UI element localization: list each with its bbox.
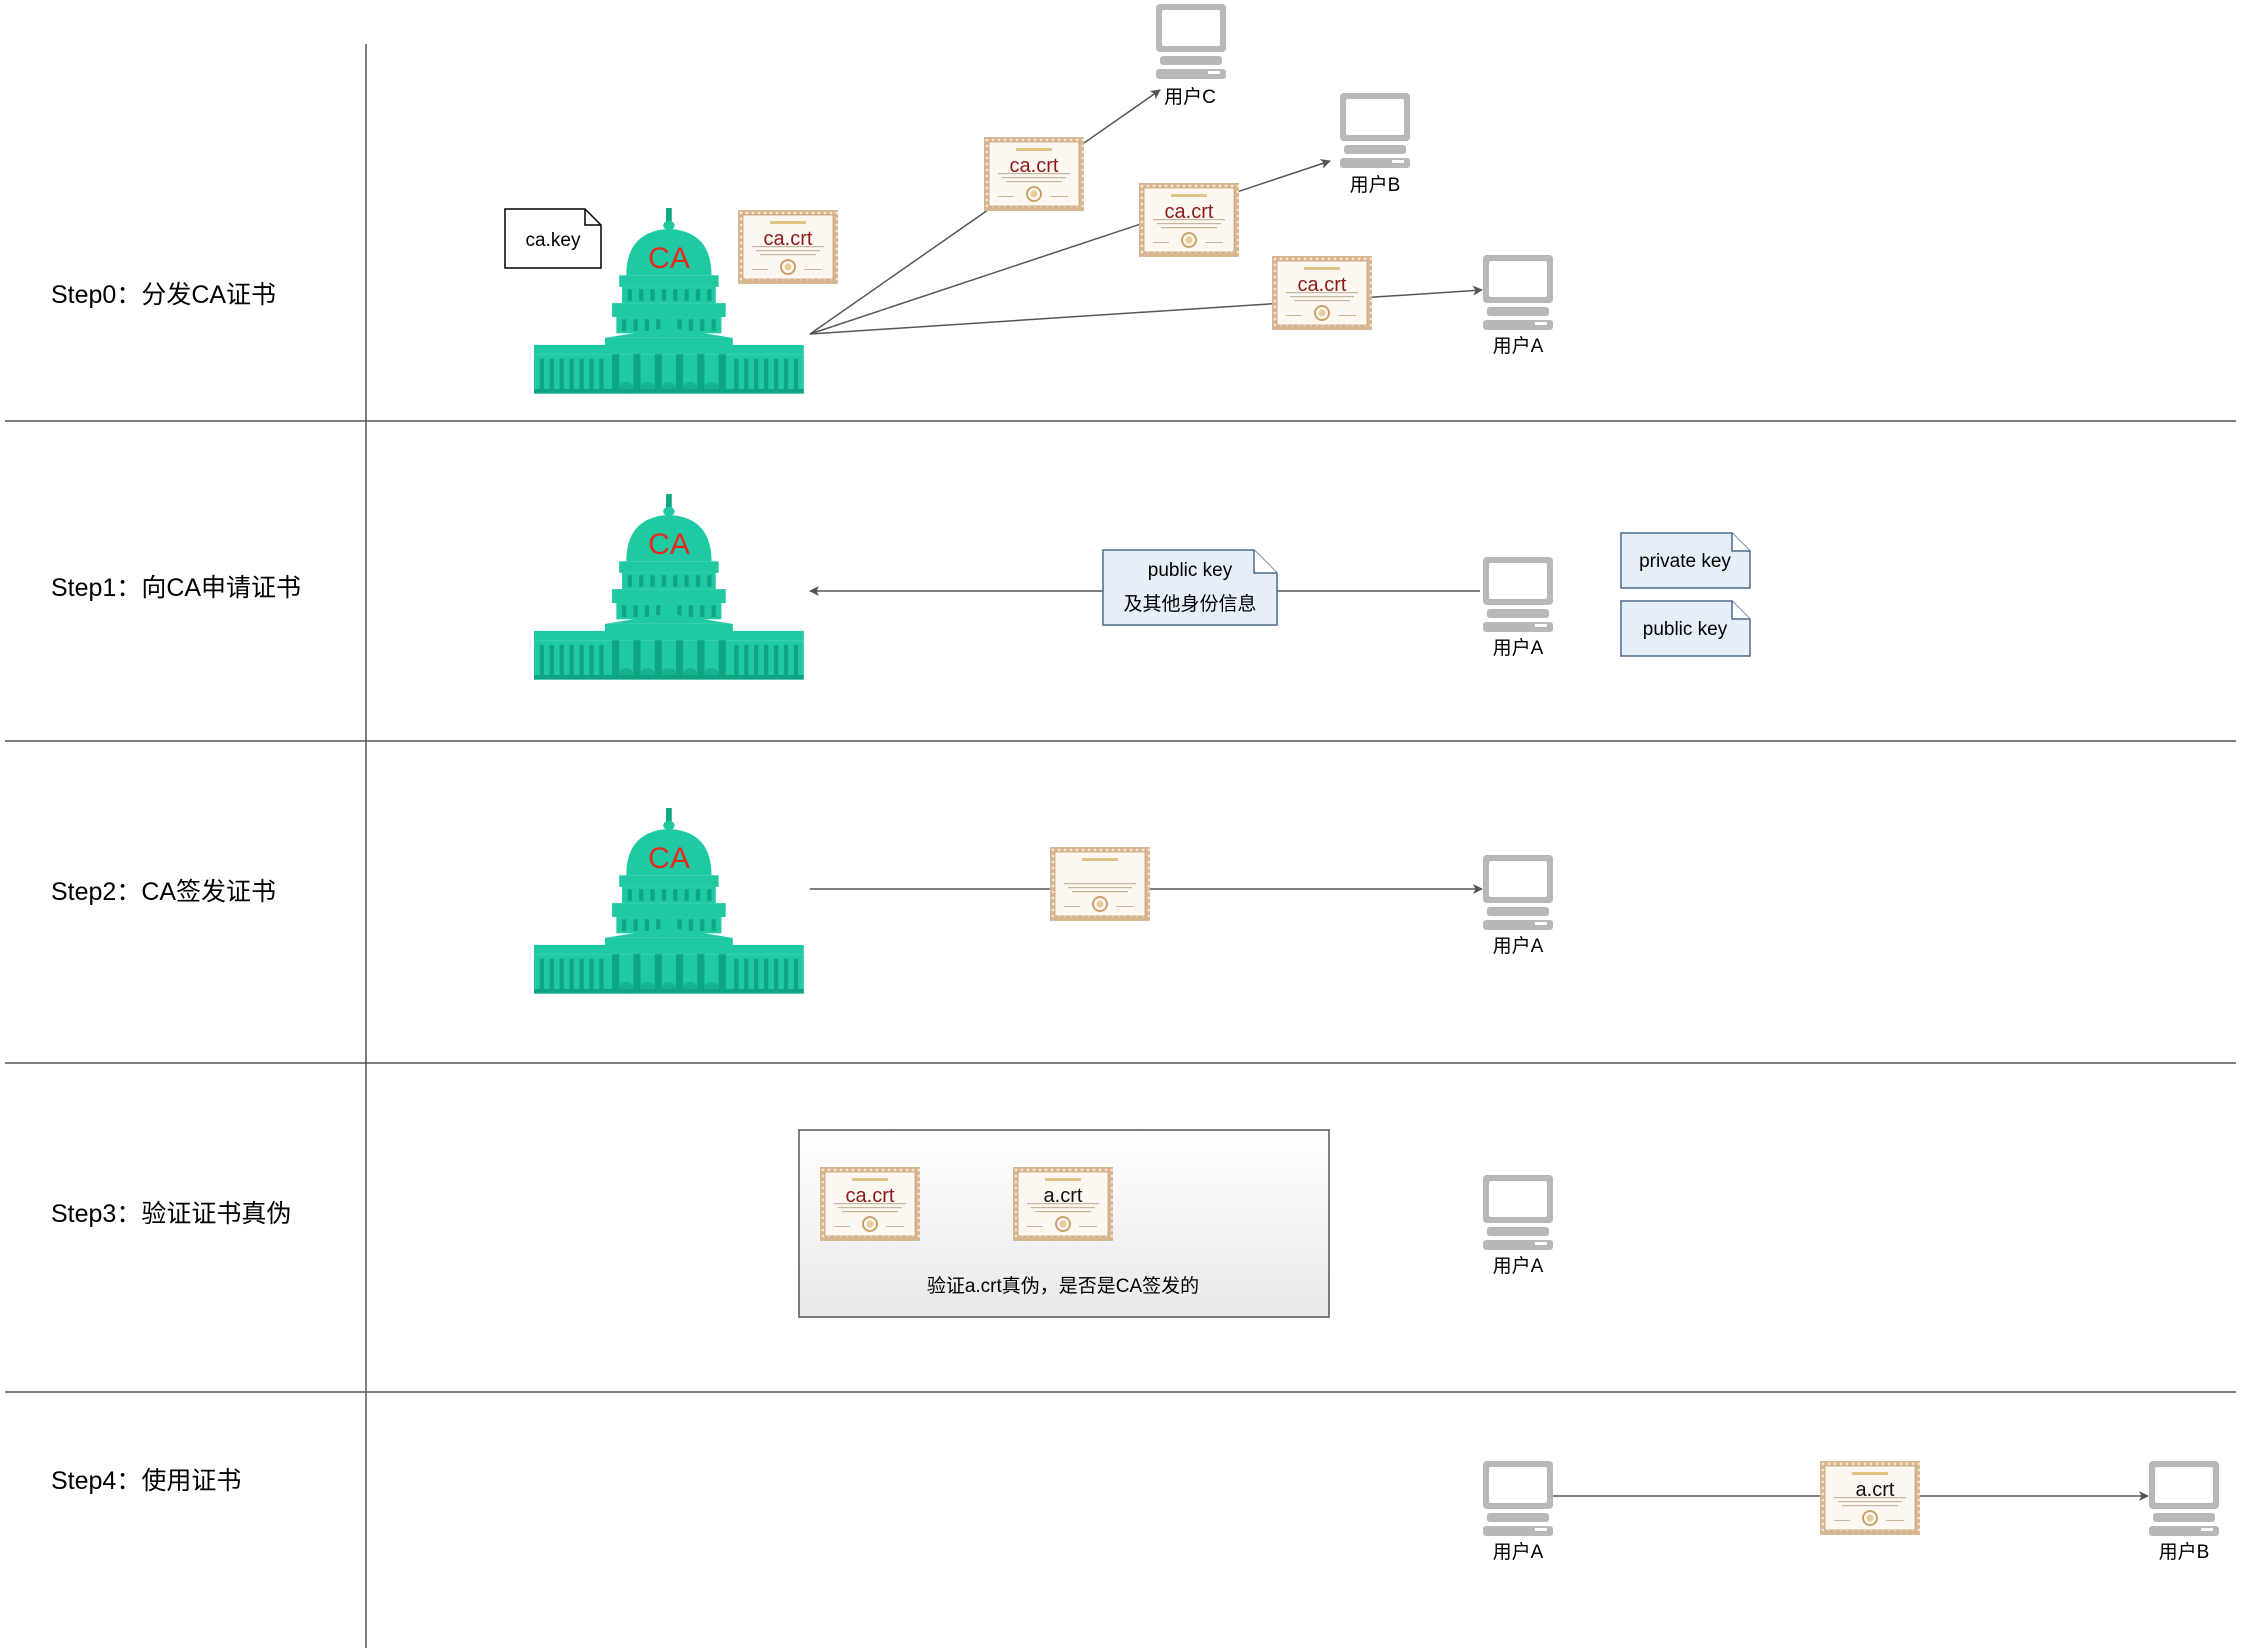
user-a-computer-icon-step4 (1483, 1461, 1553, 1536)
user-c-label: 用户C (1164, 86, 1216, 108)
private-key-label: private key (1639, 551, 1731, 572)
user-b-label-step4: 用户B (2159, 1541, 2210, 1563)
user-a-computer-icon-step3 (1483, 1175, 1553, 1250)
user-a-computer-icon (1483, 255, 1553, 330)
arrow-ca-to-user-b (809, 159, 1331, 335)
verify-a-cert-label: a.crt (1044, 1185, 1083, 1207)
user-a-label-step2: 用户A (1493, 935, 1544, 957)
cert-to-user-c-label: ca.crt (1010, 155, 1059, 177)
step0-content: ca.key CA ca.crt ca.crt ca.crt ca.crt 用户… (504, 4, 1553, 394)
user-a-computer-icon-step2 (1483, 855, 1553, 930)
request-note-icon (1102, 549, 1278, 626)
private-key-file-icon (1620, 532, 1751, 589)
user-c-computer-icon (1156, 4, 1226, 79)
ca-key-label: ca.key (526, 230, 581, 251)
swimlane-grid (5, 44, 2236, 1648)
ca-title: CA (648, 242, 690, 275)
step1-label: Step1：向CA申请证书 (51, 574, 301, 602)
issued-cert-icon (1049, 846, 1151, 922)
ca-title-step1: CA (648, 528, 690, 561)
public-key-file-icon (1620, 600, 1751, 657)
verify-caption: 验证a.crt真伪，是否是CA签发的 (927, 1275, 1199, 1297)
public-key-label: public key (1643, 619, 1728, 640)
user-a-label-step3: 用户A (1493, 1255, 1544, 1277)
arrow-ca-to-user-c (809, 89, 1161, 335)
ca-key-file-icon (504, 208, 602, 269)
step2-label: Step2：CA签发证书 (51, 878, 276, 906)
user-a-label-step4: 用户A (1493, 1541, 1544, 1563)
ca-title-step2: CA (648, 842, 690, 875)
cert-to-user-b-label: ca.crt (1165, 201, 1214, 223)
step2-content: CA 用户A (534, 808, 1553, 994)
user-a-label-step1: 用户A (1493, 637, 1544, 659)
step3-label: Step3：验证证书真伪 (51, 1200, 291, 1228)
user-a-computer-icon-step1 (1483, 557, 1553, 632)
step3-content: ca.crt a.crt 验证a.crt真伪，是否是CA签发的 用户A (798, 1129, 1553, 1318)
step0-label: Step0：分发CA证书 (51, 281, 276, 309)
user-b-computer-icon (1340, 93, 1410, 168)
user-b-computer-icon-step4 (2149, 1461, 2219, 1536)
verify-ca-cert-label: ca.crt (846, 1185, 895, 1207)
step4-content: 用户A a.crt 用户B (1483, 1460, 2219, 1563)
ca-cert-label: ca.crt (764, 228, 813, 250)
arrow-ca-to-user-a (809, 285, 1483, 335)
step1-content: CA public key 及其他身份信息 用户A private key pu… (534, 494, 1751, 680)
user-b-label: 用户B (1350, 174, 1401, 196)
ca-building-icon-step1 (534, 494, 804, 680)
request-line1: public key (1148, 560, 1233, 581)
step4-label: Step4：使用证书 (51, 1467, 241, 1495)
step4-cert-label: a.crt (1856, 1479, 1895, 1501)
ca-building-icon-step2 (534, 808, 804, 994)
user-a-label: 用户A (1493, 335, 1544, 357)
cert-to-user-a-label: ca.crt (1298, 274, 1347, 296)
request-line2: 及其他身份信息 (1123, 593, 1256, 615)
